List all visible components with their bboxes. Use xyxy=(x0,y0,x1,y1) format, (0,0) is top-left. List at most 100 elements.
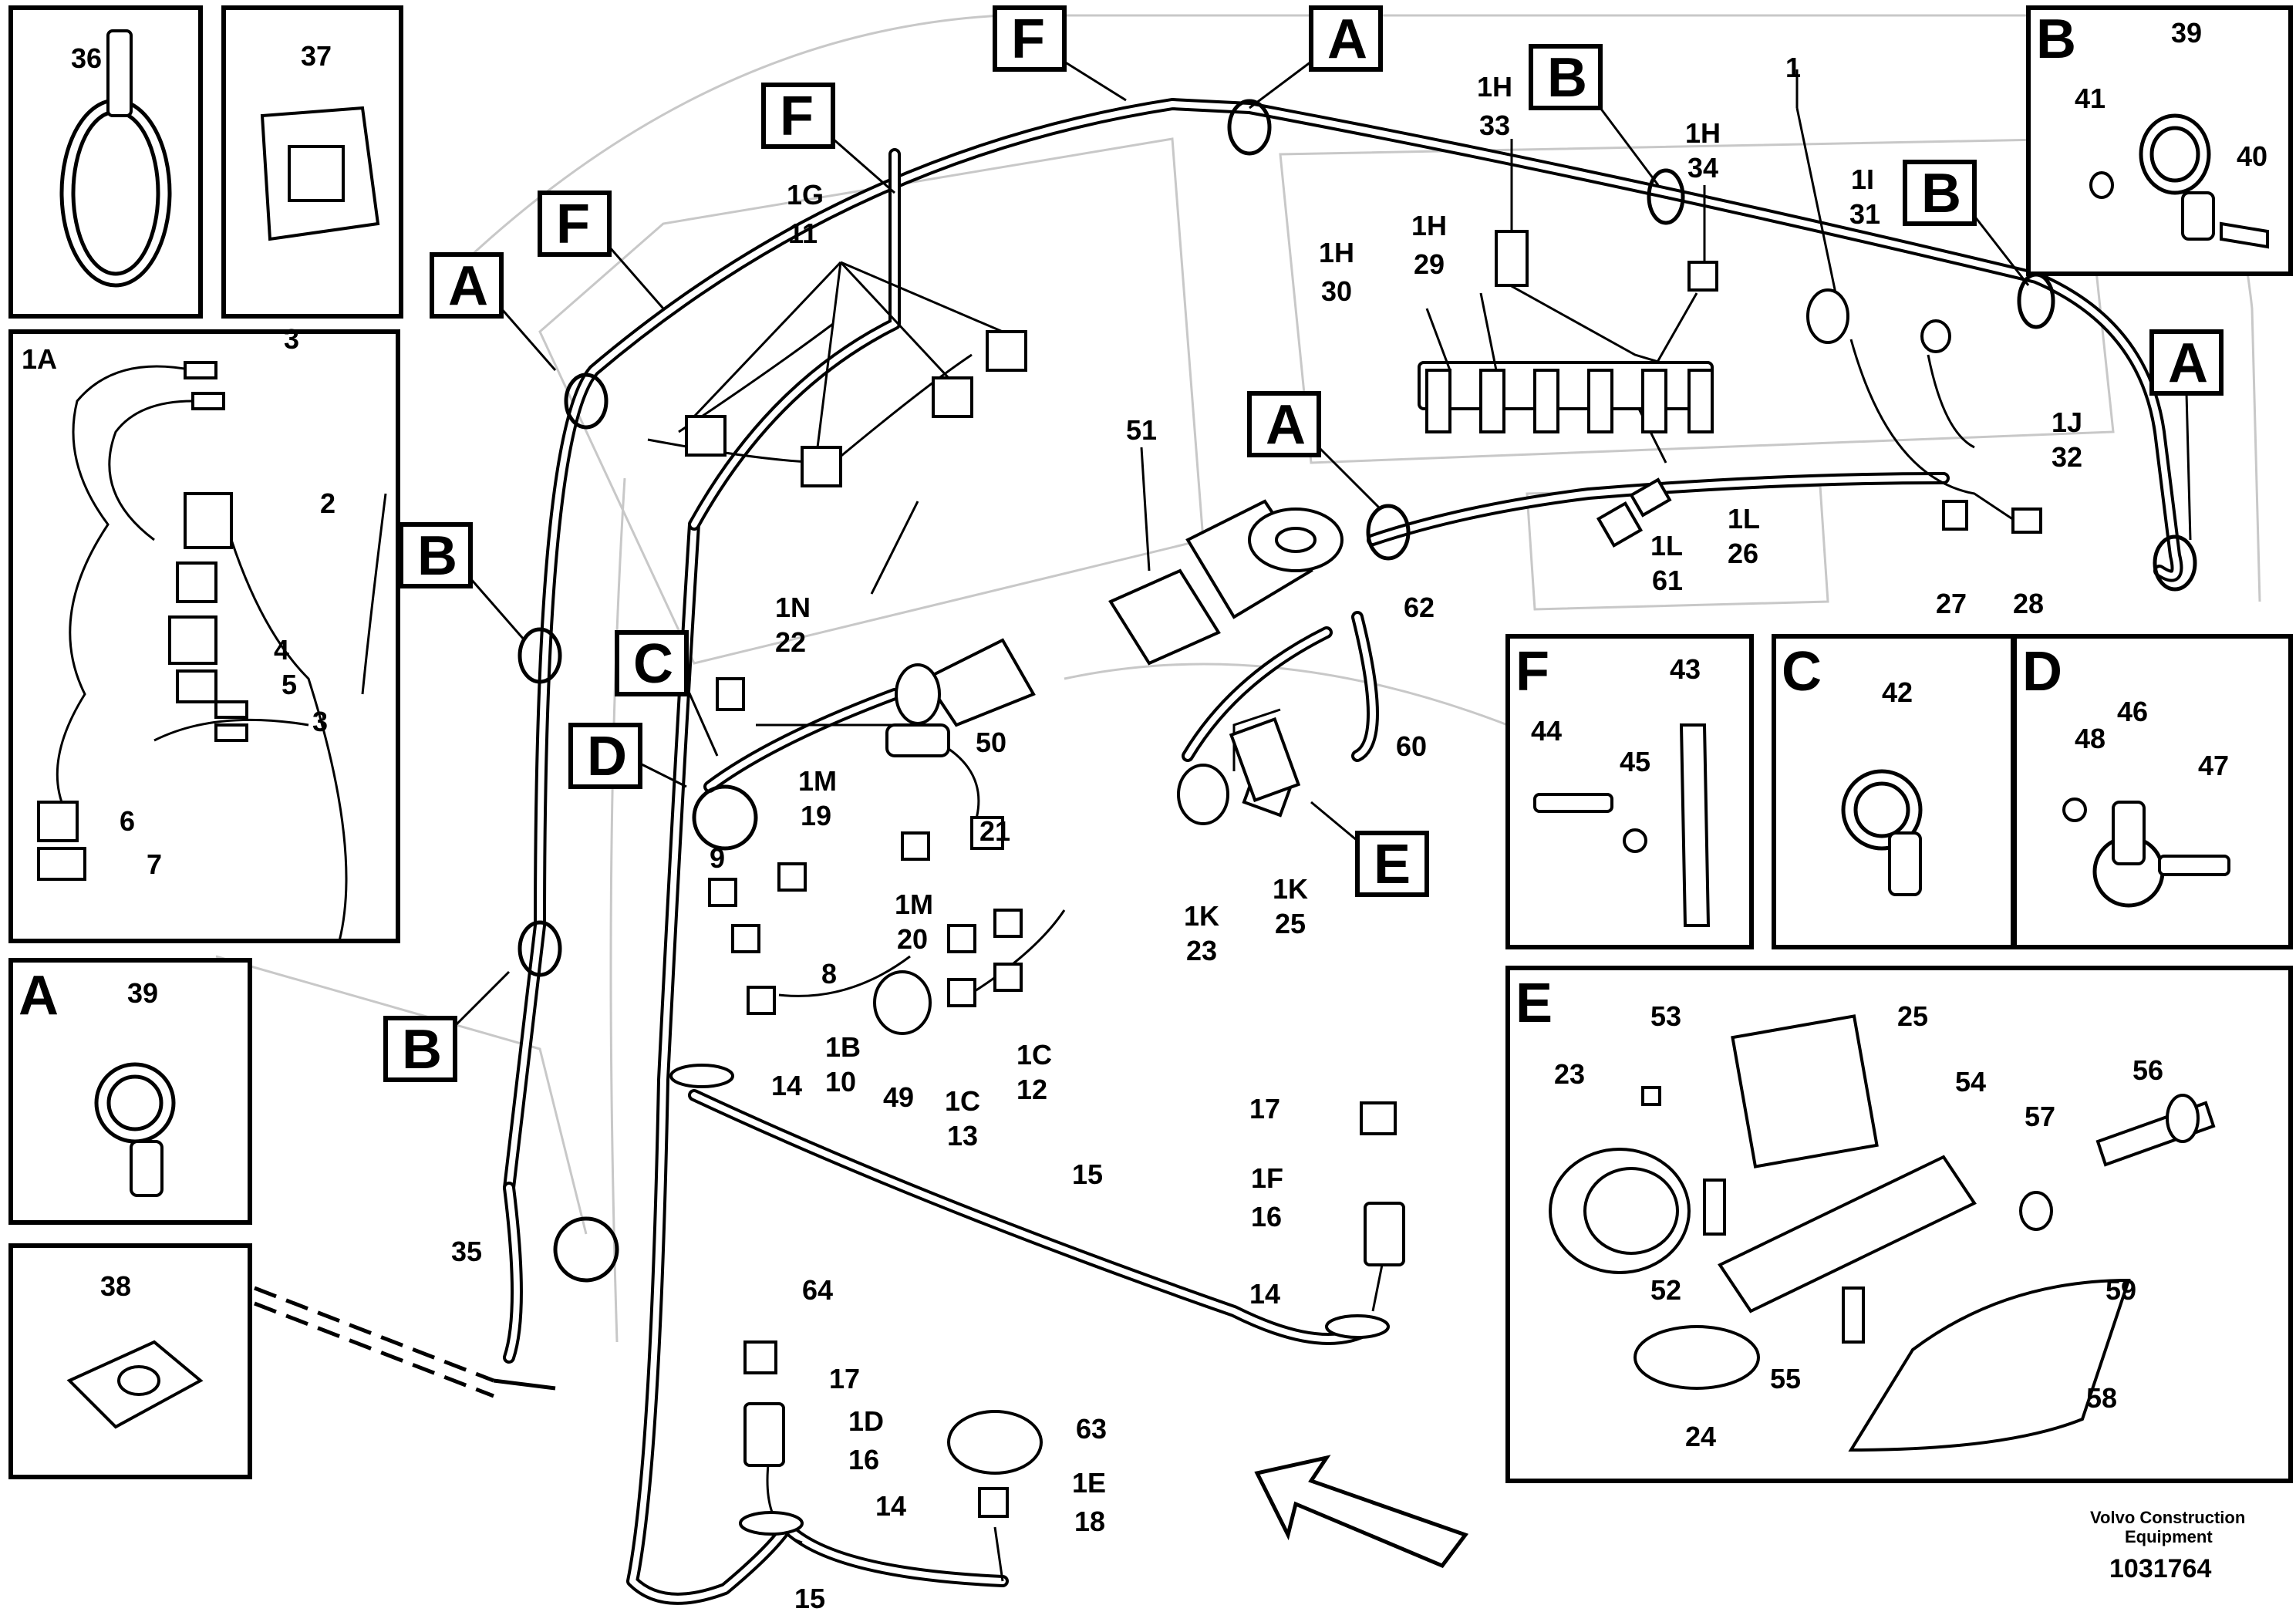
label-1L-a: 1L xyxy=(1728,503,1760,534)
label-39-a: 39 xyxy=(127,977,158,1009)
label-1H-d: 1H xyxy=(1411,210,1447,241)
label-19: 19 xyxy=(801,800,831,831)
label-E-56: 56 xyxy=(2132,1054,2163,1086)
label-1M-b: 1M xyxy=(895,889,933,920)
label-1M-a: 1M xyxy=(798,765,837,797)
label-32: 32 xyxy=(2052,441,2082,473)
label-11: 11 xyxy=(788,218,818,249)
doc-number: 1031764 xyxy=(2109,1554,2211,1583)
label-14-c: 14 xyxy=(875,1490,906,1522)
label-20: 20 xyxy=(897,923,928,955)
label-35: 35 xyxy=(451,1236,482,1267)
label-37: 37 xyxy=(301,40,332,72)
label-E-23: 23 xyxy=(1554,1058,1585,1090)
label-39-b: 39 xyxy=(2171,17,2202,49)
harness-continuation xyxy=(254,1286,556,1398)
label-51: 51 xyxy=(1126,414,1157,446)
label-14-b: 14 xyxy=(1249,1278,1280,1310)
section-A-4: A xyxy=(2168,332,2208,394)
box-label-B: B xyxy=(2036,8,2076,70)
label-60: 60 xyxy=(1396,730,1427,762)
box-label-A: A xyxy=(19,965,59,1027)
label-15-a: 15 xyxy=(1072,1158,1103,1190)
inset-36 xyxy=(8,5,203,319)
brand-line-2: Equipment xyxy=(2125,1527,2213,1546)
inset-F xyxy=(1505,634,1754,949)
label-17-a: 17 xyxy=(1249,1093,1280,1125)
label-15-b: 15 xyxy=(794,1583,825,1614)
section-letters: F F F A A A A B B B B C D E A B F C D E xyxy=(19,8,2208,1081)
section-markers xyxy=(383,5,2224,1082)
label-E-52: 52 xyxy=(1650,1274,1681,1306)
label-1D: 1D xyxy=(848,1405,884,1437)
label-1E: 1E xyxy=(1072,1467,1106,1499)
label-8: 8 xyxy=(821,958,837,990)
label-41: 41 xyxy=(2075,83,2106,114)
label-48: 48 xyxy=(2075,723,2106,754)
label-26: 26 xyxy=(1728,538,1758,569)
label-2: 2 xyxy=(320,487,335,519)
main-harness xyxy=(503,98,2183,1605)
label-46: 46 xyxy=(2117,696,2148,727)
label-50: 50 xyxy=(976,727,1006,758)
section-F-1: F xyxy=(1011,8,1045,70)
label-14-a: 14 xyxy=(771,1070,802,1101)
label-3-b: 3 xyxy=(312,706,328,737)
label-22: 22 xyxy=(775,626,806,658)
section-F-2: F xyxy=(780,86,814,147)
label-1J: 1J xyxy=(2052,406,2082,438)
label-45: 45 xyxy=(1620,746,1650,777)
box-label-F: F xyxy=(1515,641,1549,703)
harness-components xyxy=(669,230,2042,1536)
label-1B: 1B xyxy=(825,1031,861,1063)
label-1K-a: 1K xyxy=(1184,900,1219,932)
section-A-2: A xyxy=(448,255,488,317)
label-36: 36 xyxy=(71,42,102,74)
label-1N: 1N xyxy=(775,592,811,623)
label-42: 42 xyxy=(1882,676,1913,708)
section-B-2: B xyxy=(1921,163,1961,224)
label-33: 33 xyxy=(1479,110,1510,141)
section-C-1: C xyxy=(633,633,673,695)
label-1H-a: 1H xyxy=(1477,71,1512,103)
label-49: 49 xyxy=(883,1081,914,1113)
inset-E xyxy=(1505,966,2293,1483)
label-31: 31 xyxy=(1849,198,1880,230)
label-6: 6 xyxy=(120,805,135,837)
label-12: 12 xyxy=(1017,1074,1047,1105)
label-1H-c: 1H xyxy=(1319,237,1354,268)
section-D-1: D xyxy=(587,726,627,787)
label-64: 64 xyxy=(802,1274,833,1306)
footer: Volvo Construction Equipment 1031764 xyxy=(2090,1508,2245,1583)
label-7: 7 xyxy=(147,848,162,880)
label-1C-a: 1C xyxy=(945,1085,980,1117)
section-A-3: A xyxy=(1266,394,1306,456)
label-10: 10 xyxy=(825,1066,856,1098)
label-4: 4 xyxy=(274,634,289,666)
inset-B xyxy=(2026,5,2293,276)
label-16-b: 16 xyxy=(848,1444,879,1475)
label-34: 34 xyxy=(1687,152,1718,184)
label-16-a: 16 xyxy=(1251,1201,1282,1233)
direction-arrow xyxy=(1254,1455,1469,1569)
label-E-59: 59 xyxy=(2106,1274,2136,1306)
section-B-3: B xyxy=(417,525,457,587)
box-label-D: D xyxy=(2022,641,2062,703)
section-F-3: F xyxy=(556,194,590,255)
label-28: 28 xyxy=(2013,588,2044,619)
label-40: 40 xyxy=(2237,140,2267,172)
label-1K-b: 1K xyxy=(1273,873,1308,905)
label-E-25: 25 xyxy=(1897,1000,1928,1032)
inset-A xyxy=(8,958,252,1225)
label-29: 29 xyxy=(1414,248,1445,280)
label-5: 5 xyxy=(282,669,297,700)
label-1G: 1G xyxy=(787,179,824,211)
label-E-58: 58 xyxy=(2086,1382,2117,1414)
label-13: 13 xyxy=(947,1120,978,1152)
label-1L-b: 1L xyxy=(1650,530,1683,561)
label-44: 44 xyxy=(1531,715,1562,747)
label-25: 25 xyxy=(1275,908,1306,939)
label-E-55: 55 xyxy=(1770,1363,1801,1394)
label-61: 61 xyxy=(1652,565,1683,596)
